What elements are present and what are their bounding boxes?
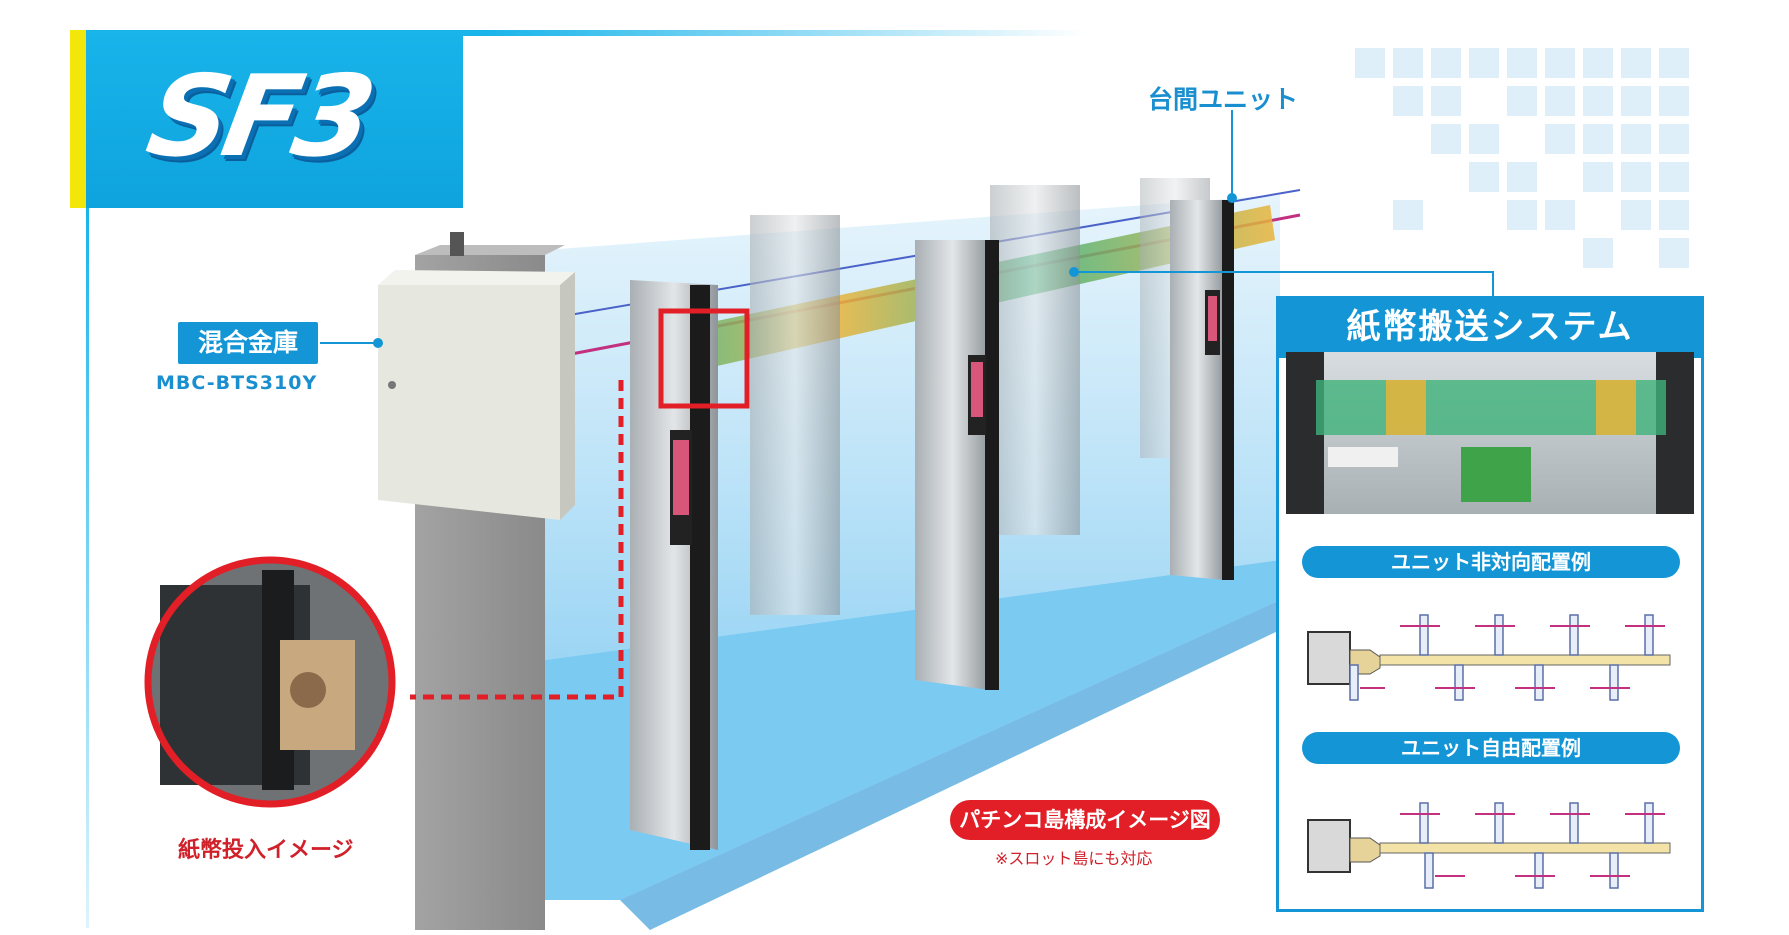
transport-system-photo <box>1286 352 1694 514</box>
header-top-line <box>86 30 1086 36</box>
bill-insert-label: 紙幣投入イメージ <box>178 838 354 863</box>
logo-block <box>86 30 463 208</box>
panel-title: 紙幣搬送システム <box>1276 296 1704 358</box>
inter-unit-label: 台間ユニット <box>1148 85 1299 114</box>
island-note: ※スロット島にも対応 <box>995 849 1153 868</box>
island-image-label: パチンコ島構成イメージ図 <box>950 800 1220 840</box>
header-yellow-accent <box>70 30 86 208</box>
mixed-safe-label: 混合金庫 <box>178 322 318 364</box>
left-accent-line <box>86 208 89 928</box>
layout-free-label: ユニット自由配置例 <box>1302 732 1680 764</box>
mixed-safe-model: MBC-BTS310Y <box>156 372 318 394</box>
layout-opposed-label: ユニット非対向配置例 <box>1302 546 1680 578</box>
